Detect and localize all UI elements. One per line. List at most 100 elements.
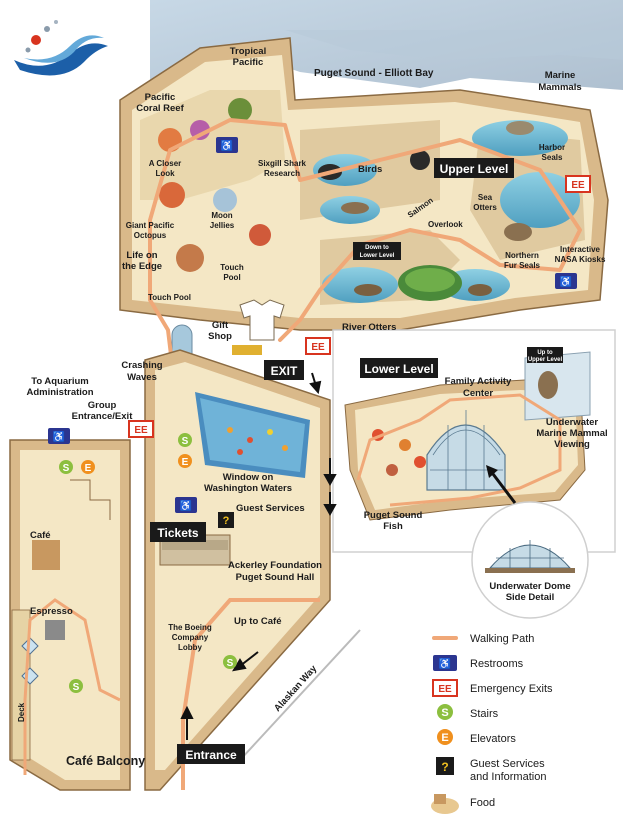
svg-text:?: ? [441, 760, 448, 774]
up-to-upper-tag: Up to Upper Level [527, 347, 563, 363]
svg-text:♿: ♿ [221, 139, 233, 152]
svg-text:♿: ♿ [560, 275, 572, 288]
label-birds: Birds [358, 164, 382, 175]
restroom-icon: ♿ [555, 273, 577, 289]
label-espresso: Espresso [30, 606, 73, 617]
label-river-otters: River Otters [342, 322, 396, 333]
svg-text:Walking Path: Walking Path [470, 633, 534, 645]
label-underwater-mammal: Underwater Marine Mammal Viewing [536, 417, 607, 450]
svg-text:Family Activity: Family Activity [445, 376, 512, 387]
svg-text:Coral Reef: Coral Reef [136, 103, 184, 114]
svg-text:Research: Research [264, 169, 300, 178]
label-cafe: Café [30, 530, 51, 541]
svg-text:Pacific: Pacific [145, 92, 176, 103]
label-touch-pool-b: Touch Pool [220, 263, 244, 282]
svg-text:Down to: Down to [365, 245, 389, 251]
label-northern-fur-seals: Northern Fur Seals [504, 251, 541, 270]
svg-text:Entrance: Entrance [185, 748, 237, 762]
restroom-icon: ♿ [216, 137, 238, 153]
svg-text:Lower Level: Lower Level [364, 362, 433, 376]
svg-text:Moon: Moon [211, 211, 232, 220]
svg-text:the Edge: the Edge [122, 261, 162, 272]
svg-text:Northern: Northern [505, 251, 539, 260]
legend-stairs: S Stairs [437, 704, 499, 720]
legend-guest-services: ? Guest Services and Information [436, 757, 546, 783]
cafe-building [9, 439, 131, 791]
label-sixgill: Sixgill Shark Research [258, 159, 307, 178]
svg-text:Look: Look [155, 169, 175, 178]
svg-text:Octopus: Octopus [134, 231, 167, 240]
svg-text:Crashing: Crashing [121, 360, 162, 371]
svg-text:Ackerley Foundation: Ackerley Foundation [228, 560, 322, 571]
label-crashing-waves: Crashing Waves [121, 360, 162, 383]
svg-text:Washington Waters: Washington Waters [204, 483, 292, 494]
label-alaskan-way: Alaskan Way [272, 663, 320, 714]
svg-text:EE: EE [438, 684, 452, 695]
svg-text:S: S [182, 436, 189, 447]
svg-text:EE: EE [134, 425, 148, 436]
svg-text:Giant Pacific: Giant Pacific [126, 221, 175, 230]
entrance-tag: Entrance [177, 744, 245, 764]
label-moon-jellies: Moon Jellies [210, 211, 235, 230]
svg-text:Center: Center [463, 388, 493, 399]
label-dome-detail: Underwater Dome Side Detail [489, 581, 570, 603]
legend-restrooms: ♿ Restrooms [433, 655, 524, 671]
svg-text:Administration: Administration [26, 387, 93, 398]
label-marine-mammals: Marine Mammals [538, 70, 581, 93]
svg-text:Jellies: Jellies [210, 221, 235, 230]
svg-text:Upper Level: Upper Level [440, 162, 509, 176]
svg-text:The Boeing: The Boeing [168, 623, 212, 632]
svg-text:Interactive: Interactive [560, 245, 601, 254]
svg-text:Upper Level: Upper Level [528, 357, 563, 363]
stairs-icon: S [223, 655, 237, 669]
svg-text:Pool: Pool [223, 273, 240, 282]
alaskan-way-road [239, 629, 361, 761]
svg-text:E: E [85, 463, 92, 474]
svg-text:Marine Mammal: Marine Mammal [536, 428, 607, 439]
svg-text:Restrooms: Restrooms [470, 658, 524, 670]
svg-text:Touch: Touch [220, 263, 244, 272]
label-giant-octopus: Giant Pacific Octopus [126, 221, 175, 240]
svg-text:Underwater: Underwater [546, 417, 599, 428]
label-deck: Deck [17, 702, 26, 722]
label-harbor-seals: Harbor Seals [539, 143, 565, 162]
emergency-exit-icon: EE [128, 420, 154, 438]
svg-text:Side Detail: Side Detail [506, 592, 555, 603]
svg-text:Guest Services: Guest Services [470, 758, 545, 770]
upper-level-tag: Upper Level [434, 158, 514, 178]
label-guest-services: Guest Services [236, 503, 305, 514]
aquarium-logo [14, 20, 108, 76]
svg-text:Puget Sound: Puget Sound [364, 510, 423, 521]
svg-text:Company: Company [172, 633, 209, 642]
dome-detail-circle [471, 465, 589, 619]
svg-text:Lobby: Lobby [178, 643, 203, 652]
svg-text:Lower Level: Lower Level [360, 253, 395, 259]
svg-text:?: ? [223, 515, 230, 527]
svg-text:EE: EE [311, 342, 325, 353]
svg-text:E: E [441, 732, 448, 744]
svg-text:S: S [227, 658, 234, 669]
svg-text:Sixgill Shark: Sixgill Shark [258, 159, 307, 168]
stairs-icon: S [59, 460, 73, 474]
restroom-icon: ♿ [175, 497, 197, 513]
svg-text:♿: ♿ [180, 499, 192, 512]
stairs-icon: S [69, 679, 83, 693]
svg-text:and Information: and Information [470, 771, 546, 783]
down-to-lower-tag: Down to Lower Level [353, 242, 401, 260]
label-interactive-nasa: Interactive NASA Kiosks [555, 245, 606, 264]
svg-text:Group: Group [88, 400, 117, 411]
label-window-wash: Window on Washington Waters [204, 472, 292, 494]
elevator-icon: E [81, 460, 95, 474]
label-puget-fish: Puget Sound Fish [364, 510, 423, 532]
label-cafe-balcony: Café Balcony [66, 754, 145, 768]
label-boeing: The Boeing Company Lobby [168, 623, 212, 652]
label-ackerley: Ackerley Foundation Puget Sound Hall [228, 560, 322, 583]
svg-text:Sea: Sea [478, 193, 493, 202]
stairs-icon: S [178, 433, 192, 447]
label-group-entrance: Group Entrance/Exit [72, 400, 134, 422]
label-touch-pool-a: Touch Pool [148, 293, 191, 302]
elevator-icon: E [178, 454, 192, 468]
svg-text:Stairs: Stairs [470, 708, 499, 720]
svg-text:To Aquarium: To Aquarium [31, 376, 89, 387]
